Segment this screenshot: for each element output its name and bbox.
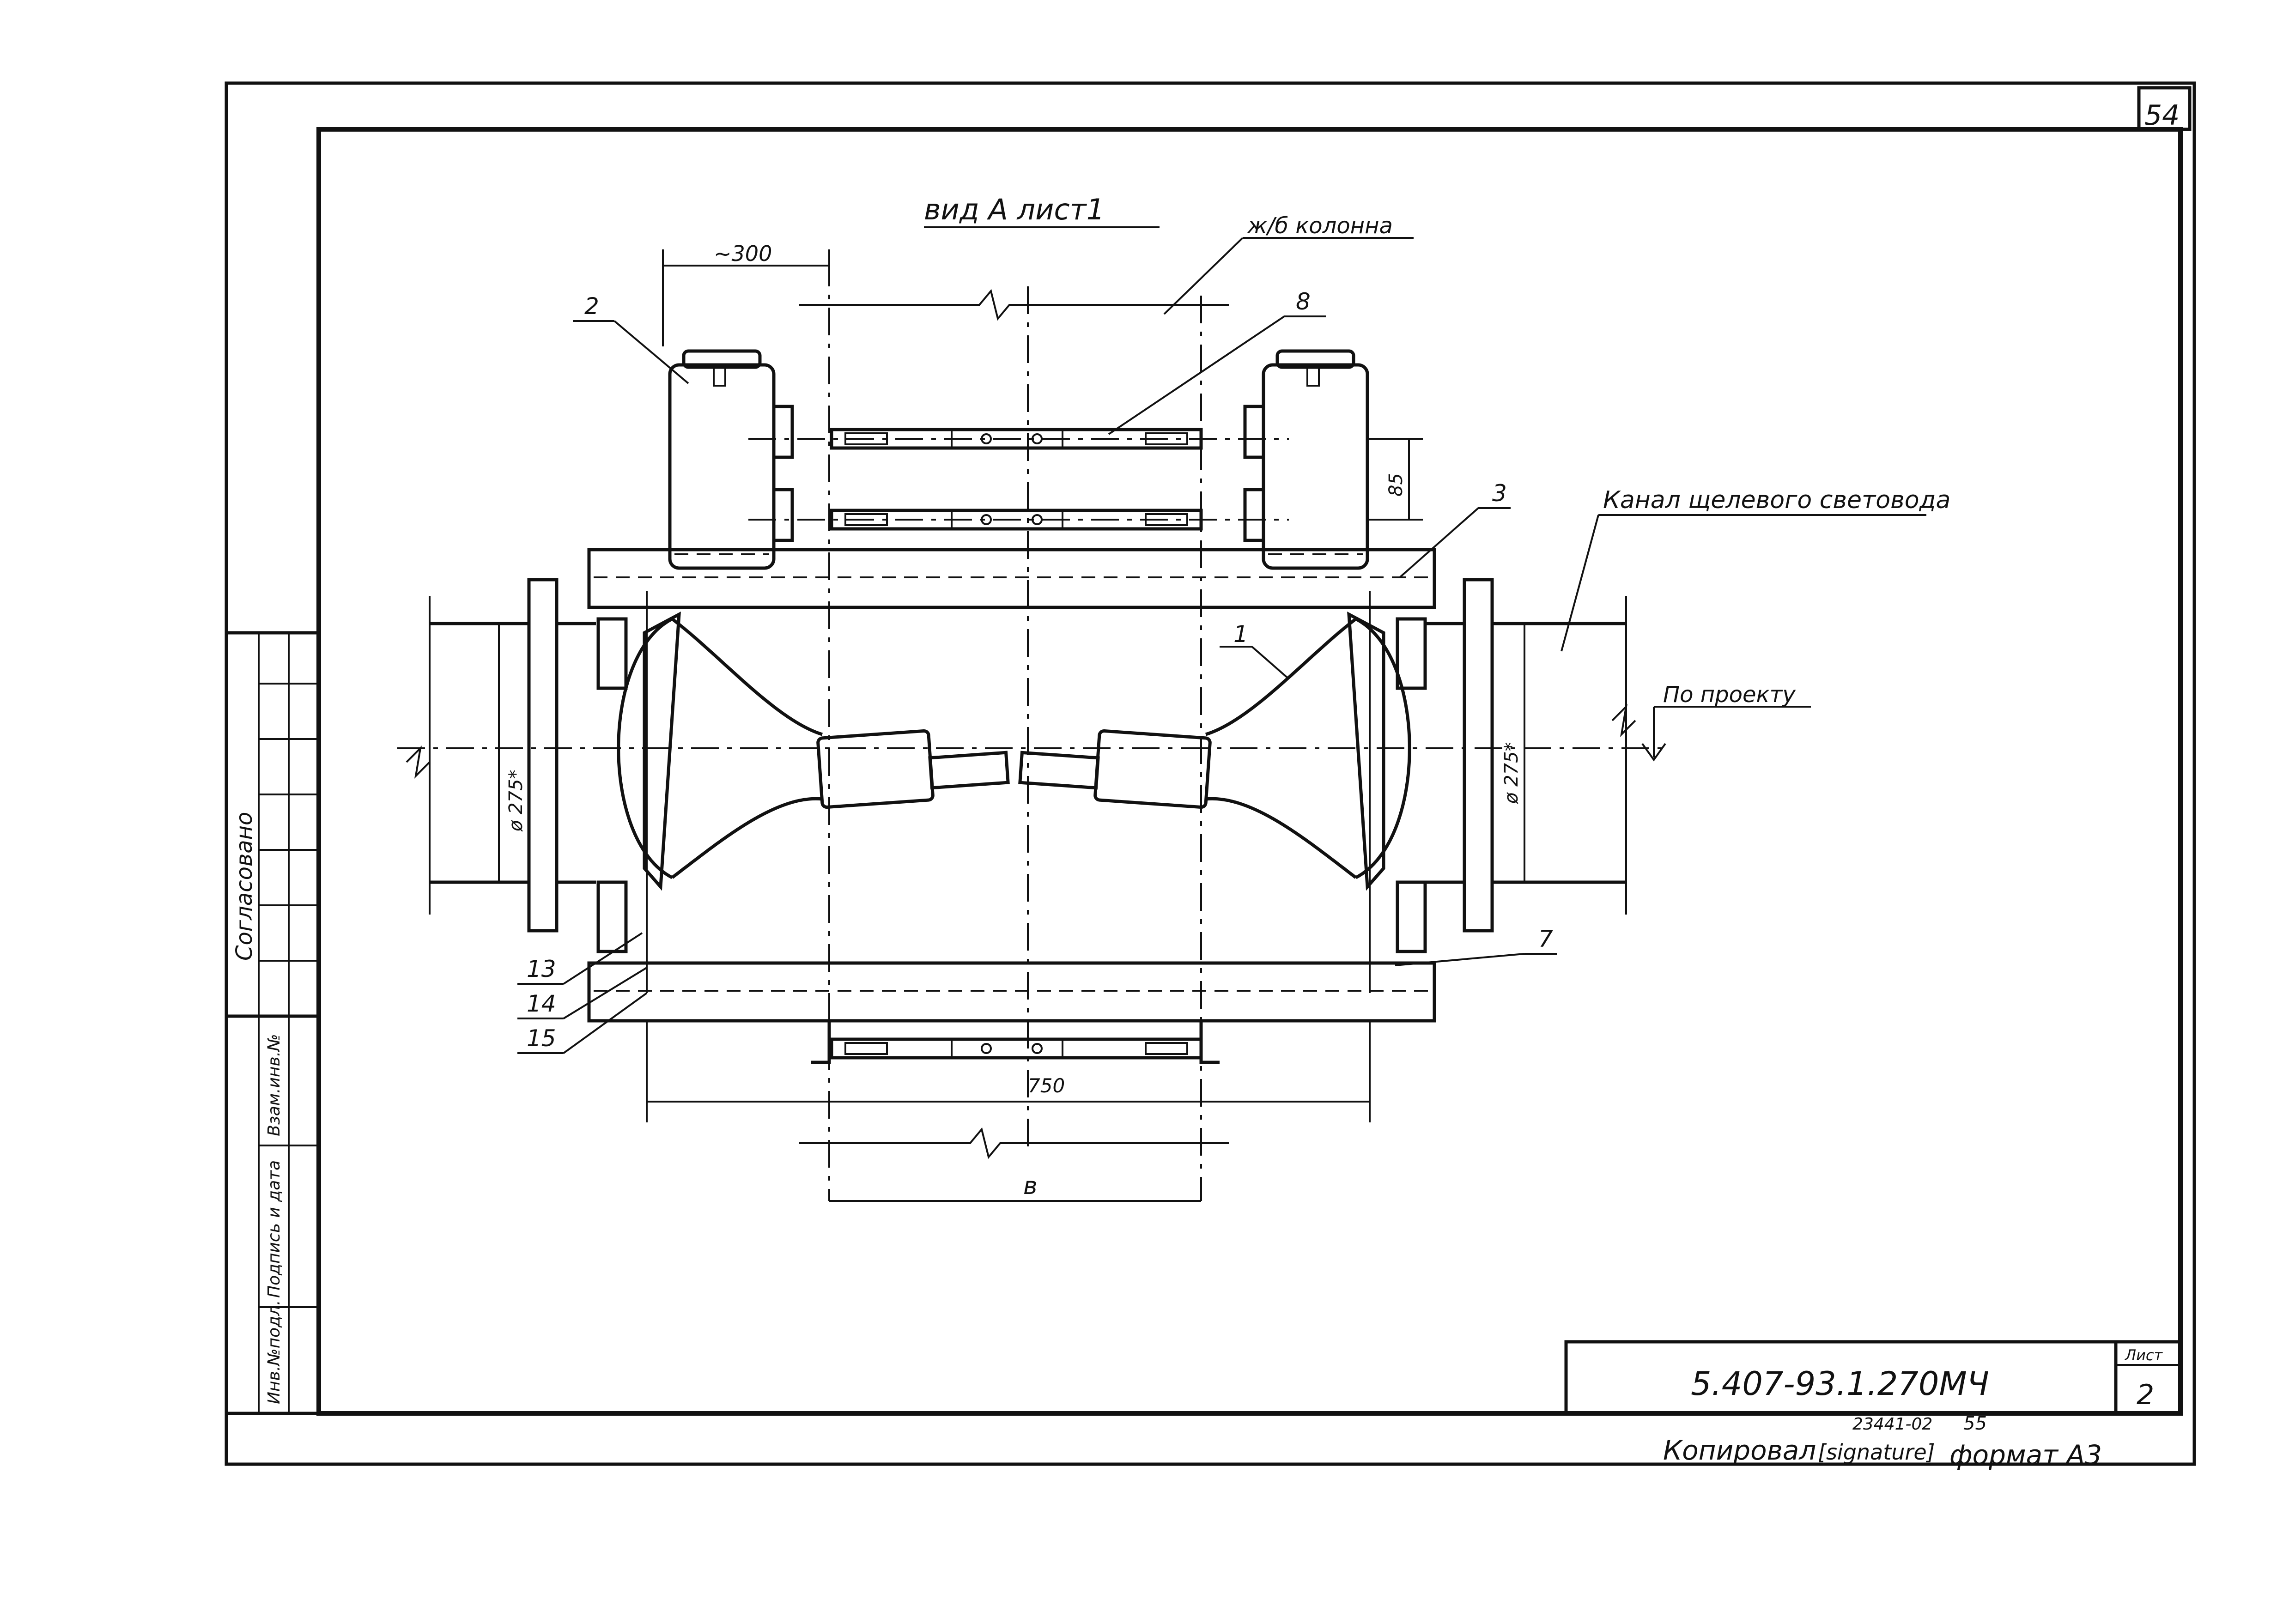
position-8: 8 [1296, 288, 1311, 315]
right-luminaire [1018, 611, 1411, 891]
position-7: 7 [1538, 926, 1553, 952]
dim-width-approx: ~300 [714, 241, 772, 266]
frame-posts [596, 591, 1427, 993]
stamp-replace-inv: Взам.инв.№ [265, 1034, 284, 1136]
stamp-signature-date: Подпись и дата [265, 1160, 284, 1298]
sheet-value: 2 [2137, 1379, 2154, 1411]
position-3: 3 [1492, 480, 1507, 507]
position-callouts: 1 2 3 7 8 13 14 15 [517, 288, 1557, 1054]
position-13: 13 [527, 956, 556, 982]
dim-span: 750 [1028, 1074, 1065, 1097]
channel-label: Канал щелевого световода [1603, 486, 1950, 514]
stamp-agreed: Согласовано [231, 812, 257, 961]
right-duct [1425, 578, 1636, 933]
upper-brackets [748, 405, 1289, 542]
order-number: 23441-02 [1852, 1415, 1932, 1434]
order-suffix: 55 [1963, 1413, 1987, 1434]
position-1: 1 [1233, 621, 1248, 648]
lower-tie-rod [811, 1019, 1220, 1064]
sheet-number-box [2137, 86, 2192, 131]
drawing-designation: 5.407-93.1.270МЧ [1691, 1365, 1989, 1403]
column-break-bottom [799, 1127, 1229, 1159]
tie-rods [830, 428, 1203, 531]
upper-beam [587, 548, 1436, 609]
left-duct [406, 578, 596, 933]
lower-beam [587, 961, 1436, 1023]
right-cabinet [1262, 349, 1369, 570]
left-cabinet [668, 349, 776, 570]
left-luminaire [617, 611, 1010, 891]
column-break-top [799, 289, 1229, 321]
dim-diameter-right: ø 275* [1501, 742, 1522, 804]
dim-column-width: в [1023, 1172, 1038, 1200]
title-block: 5.407-93.1.270МЧ Лист 2 [1564, 1340, 2182, 1415]
by-project-label: По проекту [1663, 682, 1796, 708]
side-stamp: Согласовано Инв.№подл. Подпись и дата Вз… [225, 631, 321, 1415]
format-label: формат А3 [1949, 1439, 2102, 1471]
copied-signature: [signature] [1818, 1440, 1935, 1465]
position-2: 2 [584, 293, 599, 320]
position-15: 15 [527, 1025, 556, 1052]
sheet-label: Лист [2125, 1346, 2163, 1364]
dim-diameter-left: ø 275* [505, 770, 527, 832]
sheet-number: 54 [2144, 99, 2180, 132]
position-14: 14 [527, 990, 556, 1017]
copied-label: Копировал [1663, 1435, 1816, 1466]
column-label: ж/б колонна [1247, 213, 1393, 239]
view-title: вид А лист1 [924, 193, 1105, 226]
stamp-inv-number: Инв.№подл. [265, 1300, 284, 1404]
dim-spacing: 85 [1385, 473, 1407, 497]
